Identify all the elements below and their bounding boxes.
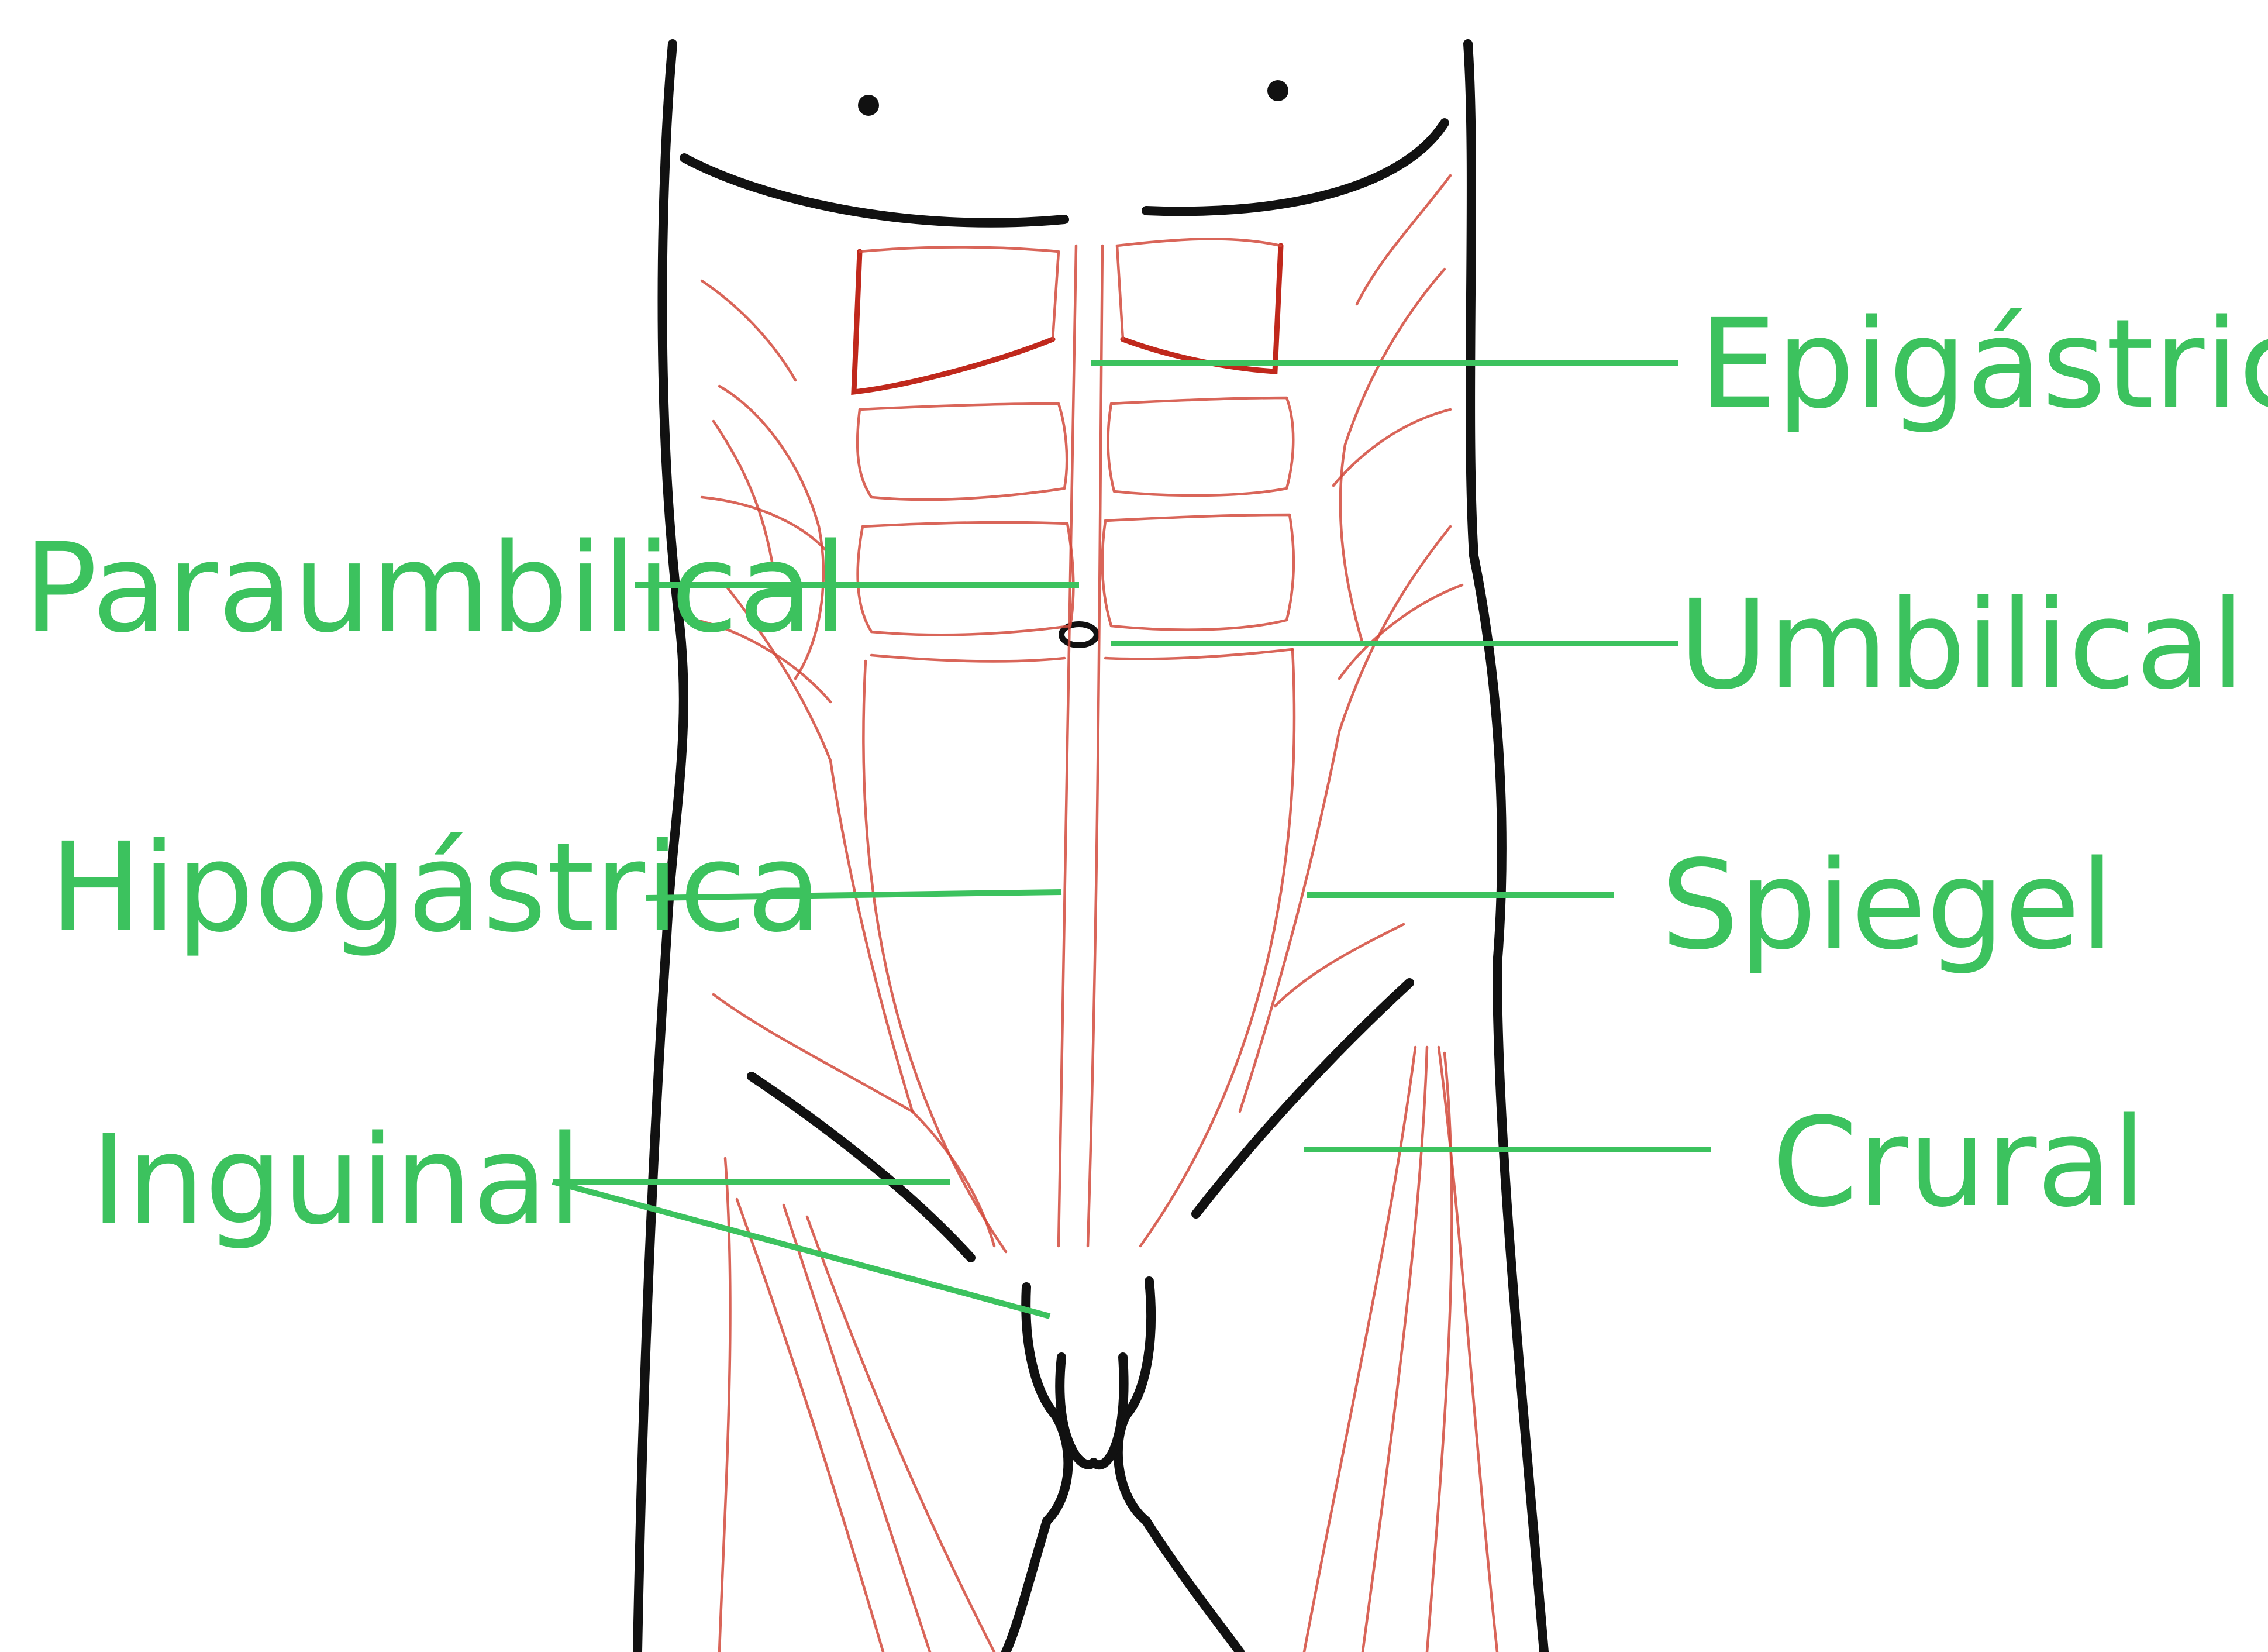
lower-rectus-left-inner: [871, 655, 1064, 661]
genital-right: [1118, 1281, 1240, 1652]
right-chest-line: [1146, 123, 1445, 211]
rectus-right-2: [1108, 398, 1294, 495]
upper-left-rectus-block: [854, 252, 1053, 392]
right-body-contour: [1468, 44, 1544, 1652]
left-chest-line: [684, 158, 1064, 223]
linea-alba-left: [1059, 246, 1076, 1246]
label-crural: Crural: [1772, 1091, 2146, 1234]
right-oblique-3: [1240, 526, 1450, 1111]
left-lower-oblique: [714, 994, 994, 1246]
label-spiegel: Spiegel: [1661, 834, 2114, 977]
upper-right-rectus-block: [1123, 246, 1281, 371]
right-thigh-2: [1363, 1047, 1427, 1652]
right-thigh-4: [1427, 1053, 1452, 1652]
upper-left-block-top: [860, 247, 1059, 340]
right-nipple: [1267, 80, 1288, 101]
right-oblique-2: [1340, 269, 1445, 643]
left-nipple: [858, 95, 879, 116]
lower-rectus-left: [863, 661, 1006, 1252]
lower-rectus-right: [1140, 649, 1294, 1246]
labels: Epigástrica Paraumbilical Umbilical Hipo…: [23, 292, 2268, 1252]
left-thigh-1: [719, 1158, 730, 1652]
left-thigh-3: [784, 1205, 930, 1652]
rectus-left-3: [858, 522, 1074, 635]
rectus-left-2: [857, 404, 1067, 500]
label-hipogastrica: Hipogástrica: [50, 816, 822, 959]
left-thigh-4: [807, 1217, 994, 1652]
label-umbilical: Umbilical: [1678, 573, 2245, 717]
right-thigh-1: [1304, 1047, 1415, 1652]
genital-left: [1006, 1287, 1068, 1652]
right-inguinal-line: [1196, 983, 1409, 1214]
lower-rectus-right-inner: [1105, 649, 1292, 659]
left-inguinal-line: [752, 1076, 971, 1258]
right-lower-oblique: [1275, 924, 1404, 1006]
upper-right-block-top: [1117, 239, 1281, 339]
label-paraumbilical: Paraumbilical: [23, 517, 847, 660]
linea-alba-right: [1088, 246, 1102, 1246]
rectus-right-3: [1102, 515, 1294, 630]
scrotum: [1060, 1357, 1123, 1465]
right-oblique-1: [1357, 175, 1450, 304]
label-inguinal: Inguinal: [91, 1109, 582, 1252]
label-epigastrica: Epigástrica: [1699, 292, 2268, 436]
left-oblique-1: [702, 281, 795, 380]
right-serratus-1: [1333, 409, 1450, 486]
